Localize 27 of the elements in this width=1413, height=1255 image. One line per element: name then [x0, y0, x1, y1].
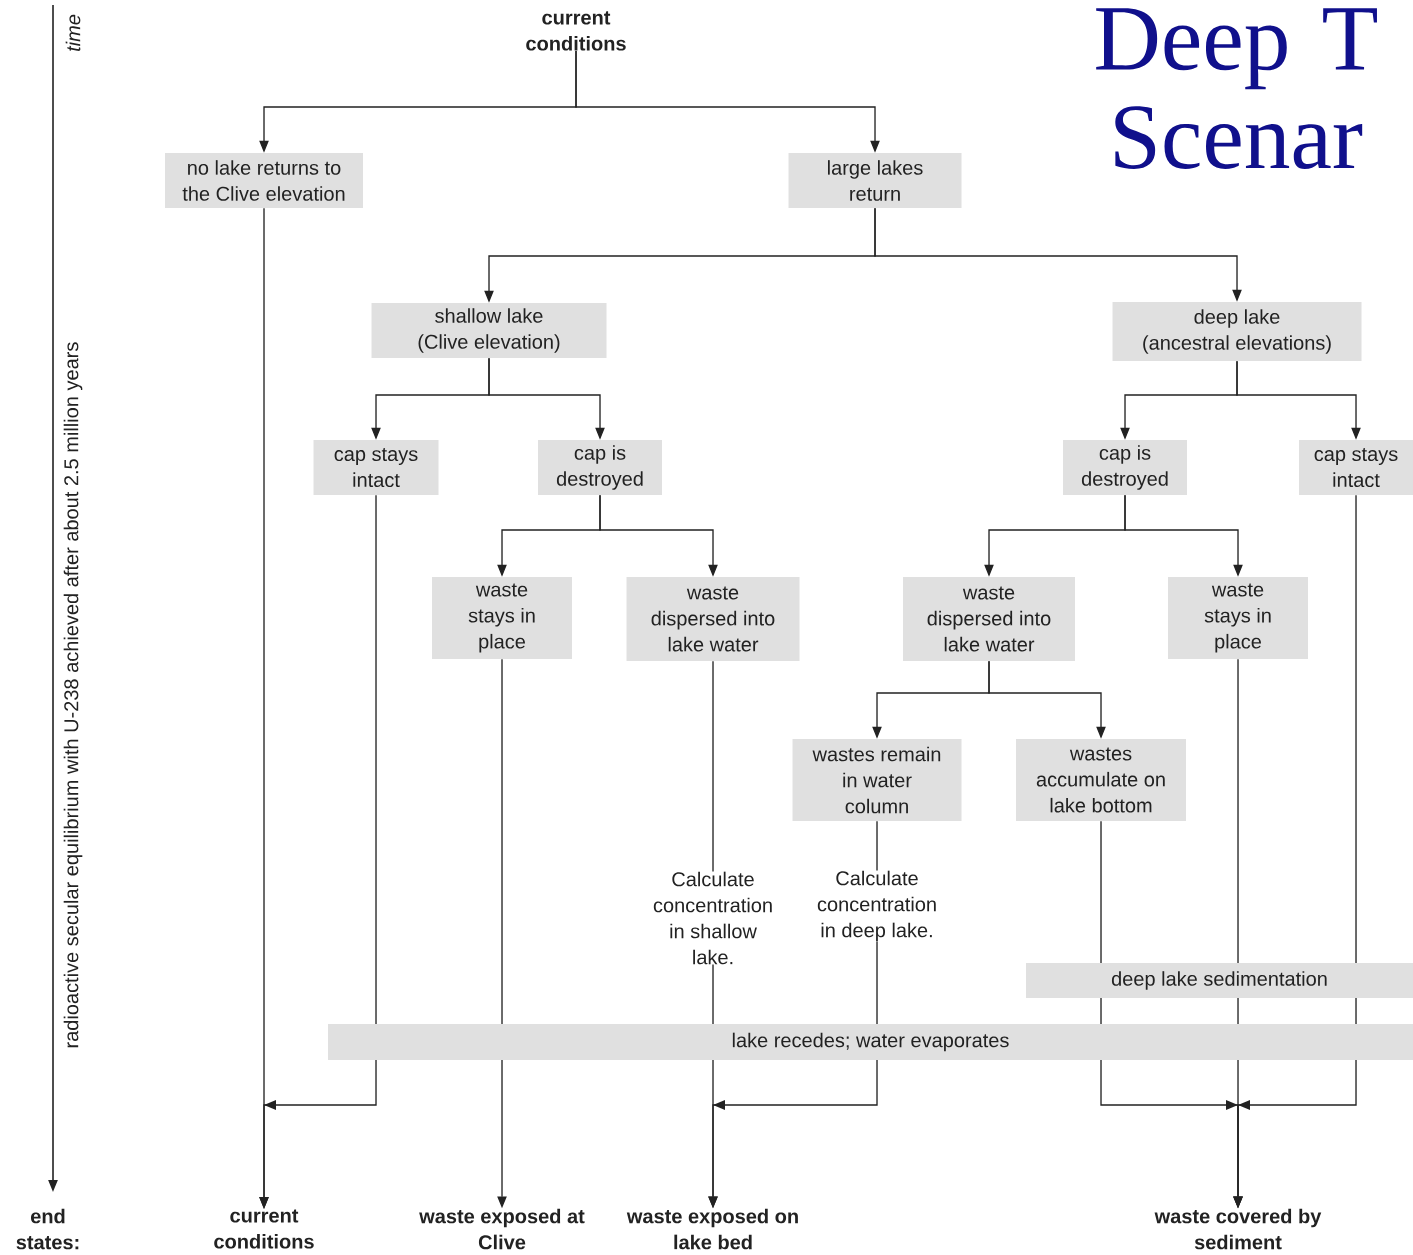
process-box: cap is destroyed: [538, 440, 662, 495]
title: Deep T Scenar: [1096, 8, 1377, 169]
process-box: cap is destroyed: [1063, 440, 1187, 495]
process-box: shallow lake (Clive elevation): [371, 303, 607, 358]
note-text: Calculate concentration in shallow lake.: [653, 871, 772, 965]
process-box: waste stays in place: [432, 577, 572, 659]
note-text: Calculate concentration in deep lake.: [817, 870, 936, 942]
axis-label: time: [65, 14, 81, 51]
end-state-label: waste exposed at Clive: [419, 1208, 585, 1250]
process-box: waste stays in place: [1168, 577, 1308, 659]
axis-label: radioactive secular equilibrium with U-238 achieved after about 2.5 million years: [63, 342, 83, 1048]
end-state-label: waste covered by sediment: [1154, 1208, 1322, 1250]
axis-label: end states:: [16, 1208, 79, 1250]
phase-band: deep lake sedimentation: [1026, 963, 1413, 998]
process-box: deep lake (ancestral elevations): [1112, 302, 1362, 361]
end-state-label: waste exposed on lake bed: [626, 1208, 798, 1250]
process-box: wastes remain in water column: [792, 739, 962, 821]
start-label: current conditions: [526, 11, 626, 51]
process-box: wastes accumulate on lake bottom: [1016, 739, 1186, 821]
process-box: cap stays intact: [313, 440, 439, 495]
process-box: waste dispersed into lake water: [903, 577, 1075, 661]
end-state-label: current conditions: [214, 1209, 314, 1249]
process-box: waste dispersed into lake water: [626, 577, 800, 661]
phase-band: lake recedes; water evaporates: [328, 1024, 1413, 1060]
process-box: cap stays intact: [1299, 440, 1413, 495]
process-box: large lakes return: [788, 153, 962, 208]
process-box: no lake returns to the Clive elevation: [165, 153, 363, 208]
